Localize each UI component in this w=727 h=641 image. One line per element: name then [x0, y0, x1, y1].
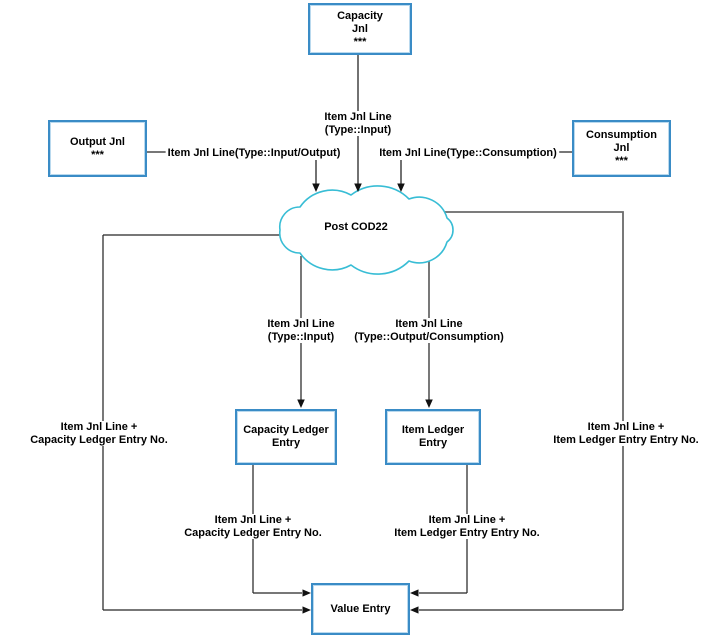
connector-outer-right — [443, 211, 624, 610]
edge-label-cloud-to-capacity-ledger: Item Jnl Line (Type::Input) — [265, 318, 337, 343]
edge-label-consumption-to-cloud: Item Jnl Line(Type::Consumption) — [377, 147, 559, 160]
edge-label-line: Item Jnl Line(Type::Input/Output) — [167, 147, 341, 159]
node-text-line: Capacity — [337, 9, 383, 22]
edge-label-line: Item Jnl Line(Type::Consumption) — [379, 147, 557, 159]
node-text-line: Value Entry — [330, 602, 391, 615]
arrow-into-value-right-lower — [410, 606, 419, 614]
edge-label-line: Item Jnl Line — [267, 318, 335, 330]
node-output-jnl: Output Jnl *** — [48, 120, 147, 177]
node-text-line: Entry — [418, 437, 448, 449]
edge-label-line: Item Jnl Line + — [214, 514, 292, 526]
node-value-entry: Value Entry — [311, 583, 410, 635]
arrow-into-cloud-center — [354, 183, 362, 192]
edge-label-line: Capacity Ledger Entry No. — [30, 433, 168, 446]
arrow-into-capacity-ledger — [297, 399, 305, 408]
node-text-line: Consumption — [586, 129, 657, 141]
edge-label-line: Item Jnl Line + — [428, 514, 506, 526]
cloud-shape — [278, 185, 454, 275]
edge-label-line: Item Jnl Line + — [587, 421, 665, 433]
node-capacity-ledger-entry: Capacity Ledger Entry — [235, 409, 337, 465]
edge-label-item-ledger-to-value: Item Jnl Line + Item Ledger Entry Entry … — [392, 514, 542, 539]
node-text-line: Entry — [271, 437, 301, 449]
arrow-into-value-right-upper — [410, 589, 419, 597]
edge-label-line: Item Jnl Line — [395, 318, 463, 330]
arrow-into-cloud-left — [312, 183, 320, 192]
node-text-line: Jnl — [352, 22, 368, 35]
node-text-line: Capacity Ledger — [243, 424, 329, 436]
edge-label-output-to-cloud: Item Jnl Line(Type::Input/Output) — [165, 147, 343, 160]
edge-label-outer-left: Item Jnl Line + Capacity Ledger Entry No… — [28, 421, 170, 446]
node-text-line: Output Jnl — [70, 135, 125, 148]
arrow-into-value-left-upper — [302, 589, 311, 597]
edge-label-line: Item Ledger Entry Entry No. — [394, 526, 540, 539]
node-text-line: *** — [353, 35, 367, 48]
arrow-into-value-left-lower — [302, 606, 311, 614]
node-text-line: Item Ledger — [401, 424, 465, 436]
edge-label-cloud-to-item-ledger: Item Jnl Line (Type::Output/Consumption) — [352, 318, 506, 343]
node-text-line: Jnl — [613, 142, 630, 154]
edge-label-capacity-to-cloud: Item Jnl Line (Type::Input) — [322, 111, 394, 136]
edge-label-capacity-ledger-to-value: Item Jnl Line + Capacity Ledger Entry No… — [182, 514, 324, 539]
cloud-label: Post COD22 — [324, 221, 388, 233]
arrow-into-cloud-right — [397, 183, 405, 192]
node-capacity-jnl: Capacity Jnl *** — [308, 3, 412, 55]
edge-label-line: (Type::Input) — [267, 330, 335, 343]
edge-label-line: Item Ledger Entry Entry No. — [553, 433, 699, 446]
edge-label-line: Capacity Ledger Entry No. — [184, 526, 322, 539]
edge-label-line: Item Jnl Line + — [60, 421, 138, 433]
edge-label-outer-right: Item Jnl Line + Item Ledger Entry Entry … — [551, 421, 701, 446]
node-consumption-jnl: Consumption Jnl *** — [572, 120, 671, 177]
node-text-line: *** — [91, 148, 104, 161]
arrow-into-item-ledger — [425, 399, 433, 408]
node-item-ledger-entry: Item Ledger Entry — [385, 409, 481, 465]
arrowheads — [297, 183, 433, 614]
node-text-line: *** — [615, 155, 628, 167]
edge-label-line: Item Jnl Line — [324, 111, 392, 123]
edge-label-line: (Type::Output/Consumption) — [354, 330, 504, 343]
edge-label-line: (Type::Input) — [324, 123, 392, 136]
